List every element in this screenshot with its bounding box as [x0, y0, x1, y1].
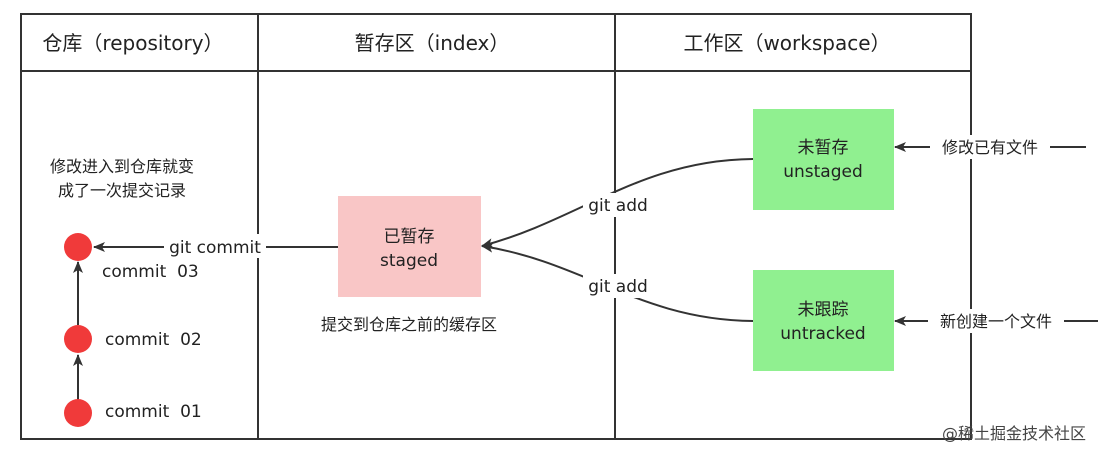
unstaged-box-line2: unstaged [783, 162, 863, 182]
git-commit-label: git commit [169, 238, 261, 258]
git-commit-label-bg [164, 234, 266, 258]
staged-box [338, 196, 481, 297]
untracked-box [753, 270, 894, 371]
index-header: 暂存区（index） [355, 31, 510, 55]
index-note: 提交到仓库之前的缓存区 [321, 315, 497, 334]
repository-header: 仓库（repository） [42, 31, 223, 55]
modify-existing-label: 修改已有文件 [942, 138, 1038, 157]
unstaged-box-line1: 未暂存 [798, 138, 849, 158]
commit-label-01: commit 01 [105, 402, 202, 422]
staged-box-line1: 已暂存 [384, 227, 435, 247]
git-add-bottom-label: git add [588, 277, 648, 297]
repository-note-line2: 成了一次提交记录 [58, 181, 186, 200]
commit-label-02: commit 02 [105, 330, 202, 350]
commit-label-03: commit 03 [102, 262, 199, 282]
untracked-box-line1: 未跟踪 [798, 300, 849, 320]
repository-note-line1: 修改进入到仓库就变 [50, 157, 194, 176]
commit-dot-03 [64, 233, 92, 261]
create-new-label: 新创建一个文件 [940, 312, 1052, 331]
commit-dot-02 [64, 325, 92, 353]
watermark: @稀土掘金技术社区 [942, 424, 1086, 443]
modify-existing-label-bg [930, 135, 1050, 159]
staged-box-line2: staged [380, 251, 438, 271]
git-add-top-label: git add [588, 196, 648, 216]
commit-dot-01 [64, 399, 92, 427]
git-add-top-label-bg [583, 193, 653, 217]
unstaged-box [753, 109, 894, 210]
table-frame [20, 13, 972, 440]
workspace-header: 工作区（workspace） [683, 31, 890, 55]
create-new-label-bg [928, 309, 1064, 333]
git-add-bottom-label-bg [583, 274, 653, 298]
untracked-box-line2: untracked [780, 324, 865, 344]
